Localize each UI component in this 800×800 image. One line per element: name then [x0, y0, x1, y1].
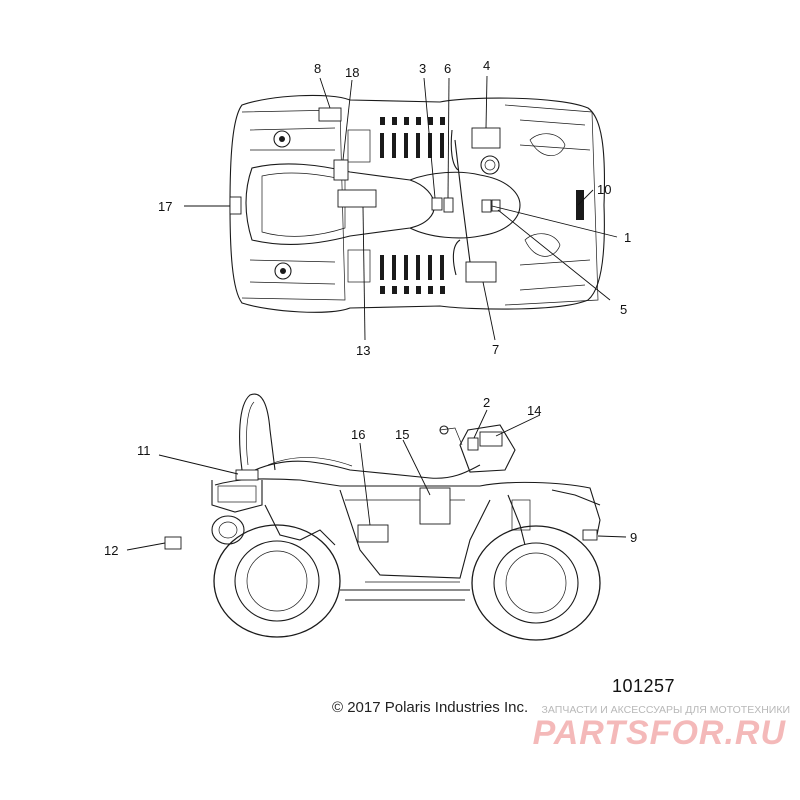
atv-side-view [164, 393, 601, 641]
watermark-tagline: ЗАПЧАСТИ И АКСЕССУАРЫ ДЛЯ МОТОТЕХНИКИ [541, 704, 790, 716]
footwell-upper-treads [347, 117, 445, 163]
callout-9: 9 [630, 530, 637, 545]
decal-6 [443, 197, 454, 213]
decal-4 [471, 127, 501, 149]
callout-5: 5 [620, 302, 627, 317]
front-tire [471, 525, 601, 641]
atv-top-view [229, 94, 606, 313]
watermark: ЗАПЧАСТИ И АКСЕССУАРЫ ДЛЯ МОТОТЕХНИКИ PA… [490, 700, 790, 760]
decal-1 [481, 199, 492, 213]
decal-15 [419, 487, 451, 525]
callout-8: 8 [314, 61, 321, 76]
callout-3: 3 [419, 61, 426, 76]
callout-16: 16 [351, 427, 365, 442]
leader-lines [126, 75, 627, 551]
decal-7 [465, 261, 497, 283]
decal-12 [164, 536, 182, 550]
decal-17 [229, 196, 242, 215]
decal-16 [357, 524, 389, 543]
callout-numbers: 1 2 3 4 5 6 7 8 9 10 11 12 13 14 15 16 1… [104, 58, 637, 558]
callout-4: 4 [483, 58, 490, 73]
callout-1: 1 [624, 230, 631, 245]
callout-13: 13 [356, 343, 370, 358]
decal-5 [491, 199, 501, 212]
decal-13 [337, 189, 377, 208]
callout-12: 12 [104, 543, 118, 558]
decal-14 [479, 431, 503, 447]
copyright-notice: © 2017 Polaris Industries Inc. [332, 699, 529, 716]
footwell-lower-treads [347, 249, 445, 294]
callout-15: 15 [395, 427, 409, 442]
decal-18 [333, 159, 349, 181]
callout-6: 6 [444, 61, 451, 76]
callout-10: 10 [597, 182, 611, 197]
callout-14: 14 [527, 403, 541, 418]
decal-8 [318, 107, 342, 122]
callout-17: 17 [158, 199, 172, 214]
rear-tire [213, 524, 341, 638]
watermark-logo: PARTSFOR.RU [532, 714, 786, 752]
callout-2: 2 [483, 395, 490, 410]
decal-3 [431, 197, 443, 211]
decal-11 [235, 469, 259, 481]
diagram-number: 101257 [612, 676, 676, 696]
callout-7: 7 [492, 342, 499, 357]
decal-9 [582, 529, 598, 541]
callout-11: 11 [137, 443, 151, 458]
callout-18: 18 [345, 65, 359, 80]
decal-2 [467, 437, 479, 451]
